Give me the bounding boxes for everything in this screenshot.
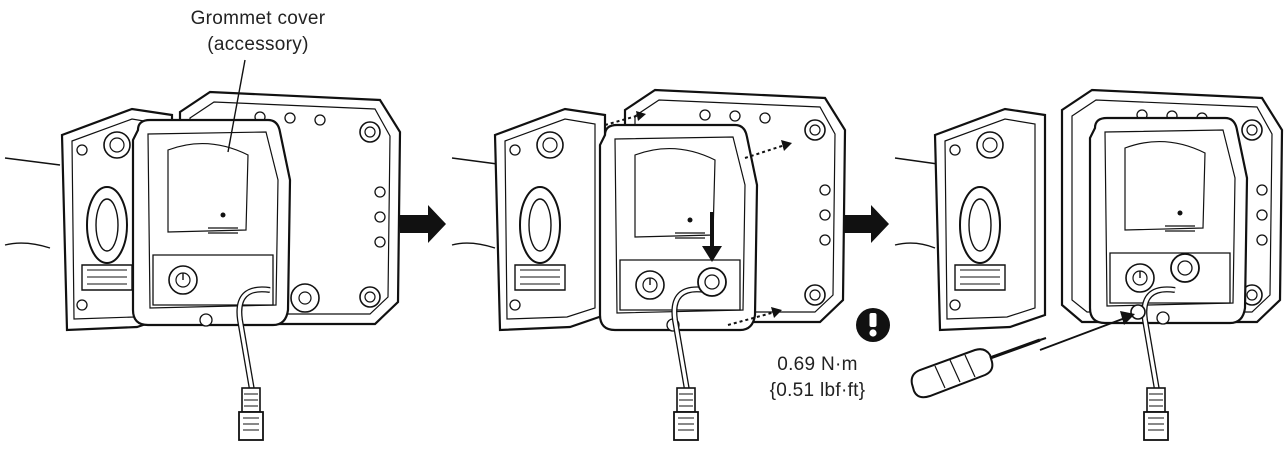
screwdriver-icon bbox=[910, 337, 1047, 399]
torque-metric: 0.69 N·m bbox=[777, 354, 858, 375]
down-arrow-icon bbox=[702, 212, 722, 262]
torque-imperial: {0.51 lbf·ft} bbox=[769, 380, 866, 401]
torque-spec: 0.69 N·m {0.51 lbf·ft} bbox=[735, 352, 900, 404]
right-arrow-icon bbox=[400, 205, 446, 243]
step-3-illustration bbox=[894, 88, 1284, 440]
accessory-label: (accessory) bbox=[207, 34, 309, 55]
grommet-cover-label: Grommet cover bbox=[190, 8, 326, 29]
exclamation-icon bbox=[856, 308, 890, 342]
right-arrow-icon bbox=[843, 205, 889, 243]
step-1-illustration bbox=[4, 59, 402, 440]
grommet-cover-callout: Grommet cover (accessory) bbox=[148, 6, 368, 58]
grommet-cover-leader-line bbox=[227, 59, 246, 153]
step-2-illustration bbox=[451, 88, 847, 440]
